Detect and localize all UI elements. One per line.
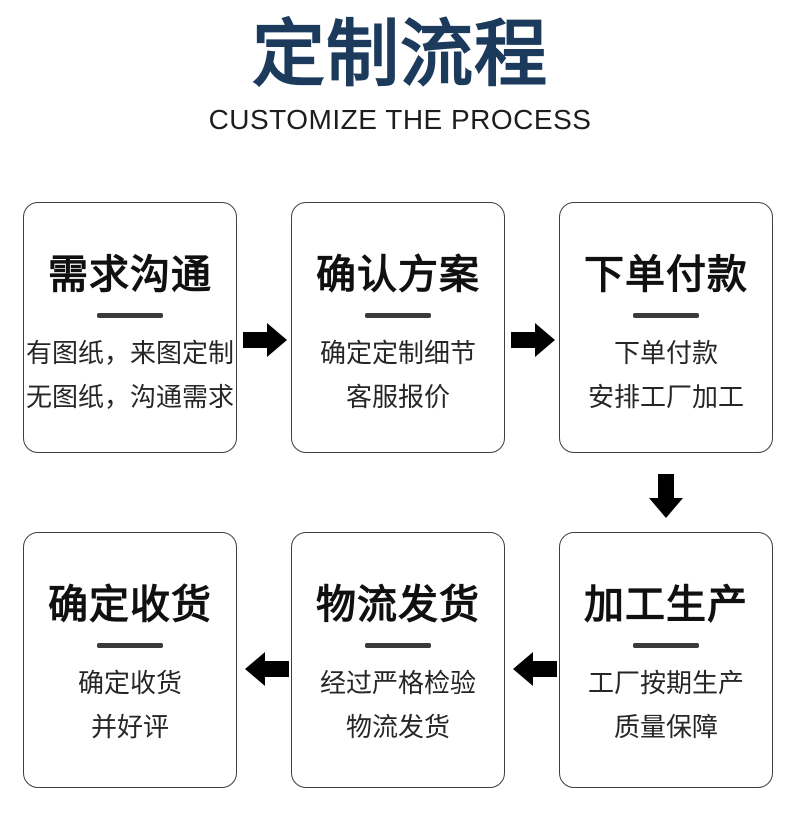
page-subtitle: CUSTOMIZE THE PROCESS [208, 104, 592, 135]
step-title: 加工生产 [584, 583, 748, 627]
arrow-left-icon [245, 652, 289, 686]
step-box-requirement-communication: 需求沟通 有图纸，来图定制 无图纸，沟通需求 [23, 202, 237, 453]
step-description-line: 确定定制细节 [319, 338, 476, 368]
step-description-line: 工厂按期生产 [587, 668, 744, 698]
step-description-line: 并好评 [90, 712, 169, 742]
title-divider [365, 643, 431, 648]
step-box-order-payment: 下单付款 下单付款 安排工厂加工 [559, 202, 773, 453]
step-title: 确认方案 [316, 253, 480, 297]
step-description-line: 客服报价 [345, 382, 450, 412]
step-description-line: 下单付款 [613, 338, 718, 368]
arrow-right-icon [243, 323, 287, 357]
step-title: 需求沟通 [48, 253, 212, 297]
step-description-line: 经过严格检验 [319, 668, 476, 698]
title-divider [97, 313, 163, 318]
step-description-line: 质量保障 [613, 712, 718, 742]
step-description-line: 无图纸，沟通需求 [25, 382, 234, 412]
step-box-confirm-receipt: 确定收货 确定收货 并好评 [23, 532, 237, 788]
step-description-line: 安排工厂加工 [587, 382, 744, 412]
title-divider [633, 313, 699, 318]
step-title: 确定收货 [48, 583, 212, 627]
step-title: 物流发货 [316, 583, 480, 627]
title-divider [365, 313, 431, 318]
step-box-logistics-shipping: 物流发货 经过严格检验 物流发货 [291, 532, 505, 788]
step-title: 下单付款 [584, 253, 748, 297]
arrow-down-icon [649, 474, 683, 518]
step-box-processing-production: 加工生产 工厂按期生产 质量保障 [559, 532, 773, 788]
step-description-line: 物流发货 [345, 712, 450, 742]
step-description-line: 有图纸，来图定制 [25, 338, 234, 368]
step-box-confirm-plan: 确认方案 确定定制细节 客服报价 [291, 202, 505, 453]
page-title: 定制流程 [252, 14, 548, 95]
arrow-right-icon [511, 323, 555, 357]
arrow-left-icon [513, 652, 557, 686]
title-divider [633, 643, 699, 648]
step-description-line: 确定收货 [77, 668, 182, 698]
title-divider [97, 643, 163, 648]
